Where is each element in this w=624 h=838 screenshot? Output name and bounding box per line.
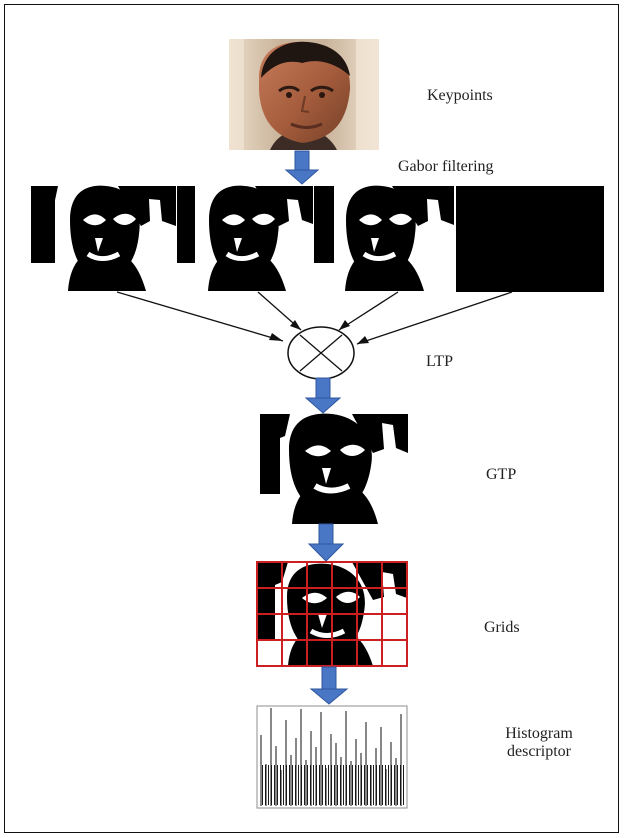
flow-arrow-3	[307, 523, 345, 562]
histogram-label-line-1: Histogram	[505, 725, 573, 742]
histogram-descriptor-label: Histogram descriptor	[498, 725, 580, 762]
converging-arrowheads	[269, 320, 369, 344]
fusion-operator-icon	[287, 326, 355, 380]
histogram-descriptor-plot	[256, 705, 408, 809]
histogram-label-line-2: descriptor	[507, 743, 571, 761]
keypoints-label: Keypoints	[427, 87, 493, 104]
flow-arrow-2	[304, 377, 342, 414]
gabor-filter-image-4	[456, 186, 604, 292]
gtp-label: GTP	[486, 466, 517, 483]
gabor-filter-image-1	[31, 185, 176, 292]
gabor-filtering-label: Gabor filtering	[398, 158, 494, 175]
keypoints-photo	[229, 39, 379, 150]
gabor-filter-image-2	[177, 185, 313, 292]
gtp-image	[260, 413, 408, 524]
ltp-label: LTP	[426, 353, 453, 370]
flow-arrow-4	[309, 666, 349, 705]
grids-label: Grids	[484, 619, 520, 636]
red-grid-overlay	[256, 561, 408, 667]
gabor-filter-image-3	[314, 185, 454, 292]
flow-arrow-1	[284, 150, 320, 185]
